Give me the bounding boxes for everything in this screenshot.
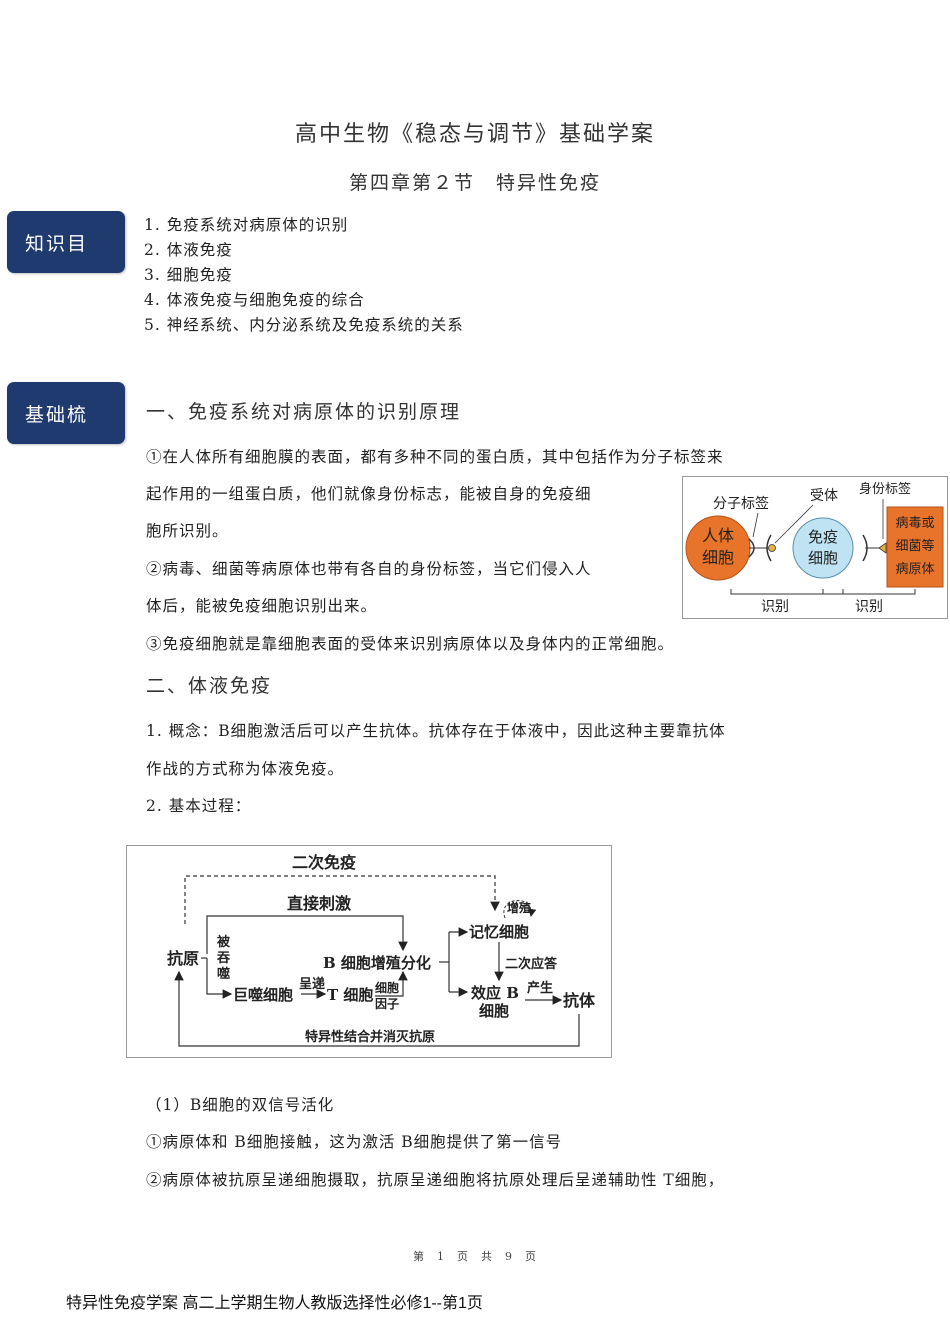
subsection-heading: （1）B细胞的双信号活化 — [146, 1096, 335, 1114]
objectives-list: 1. 免疫系统对病原体的识别 2. 体液免疫 3. 细胞免疫 4. 体液免疫与细… — [144, 213, 464, 338]
knowledge-badge-label: 知识目 — [25, 232, 89, 255]
signal-paragraph: ①病原体和 B细胞接触，这为激活 B细胞提供了第一信号 — [146, 1133, 563, 1151]
humoral-immunity-flowchart: 二次免疫 直接刺激 抗原 被 吞 噬 巨噬细胞 呈递 T 细胞 细胞 因子 B … — [126, 845, 612, 1058]
objective-item: 5. 神经系统、内分泌系统及免疫系统的关系 — [144, 316, 464, 334]
human-cell-label: 人体 — [702, 526, 734, 545]
document-footer-title: 特异性免疫学案 高二上学期生物人教版选择性必修1--第1页 — [66, 1295, 483, 1312]
recognize-right-label: 识别 — [855, 599, 883, 615]
pathogen-label: 病原体 — [895, 562, 934, 577]
concept-paragraph: 1. 概念：B细胞激活后可以产生抗体。抗体存在于体液中，因此这种主要靠抗体 — [146, 722, 726, 740]
recognize-left-label: 识别 — [761, 599, 789, 615]
page-title: 高中生物《稳态与调节》基础学案 — [294, 122, 655, 147]
secondary-immunity-label: 二次免疫 — [292, 853, 356, 872]
basics-badge-label: 基础梳 — [25, 403, 89, 426]
effector-b-node: 细胞 — [479, 1002, 509, 1020]
section2-heading: 二、体液免疫 — [146, 675, 273, 697]
section1-paragraph: 胞所识别。 — [146, 522, 229, 540]
t-cell-node: T 细胞 — [327, 986, 373, 1004]
antigen-node: 抗原 — [167, 949, 199, 968]
identity-tag-label: 身份标签 — [859, 481, 911, 497]
immune-cell-shape — [792, 517, 854, 579]
engulfed-label: 噬 — [217, 966, 230, 982]
b-cell-node: B 细胞增殖分化 — [323, 954, 431, 972]
section1-paragraph: ③免疫细胞就是靠细胞表面的受体来识别病原体以及身体内的正常细胞。 — [146, 635, 675, 653]
knowledge-objectives-badge: 知识目 — [7, 211, 125, 273]
immune-cell-label: 细胞 — [808, 549, 838, 567]
pathogen-label: 病毒或 — [895, 516, 934, 531]
page-subtitle: 第四章第２节 特异性免疫 — [348, 172, 601, 194]
effector-b-node: 效应 B — [471, 984, 519, 1002]
objective-item: 2. 体液免疫 — [144, 241, 233, 259]
secondary-response-label: 二次应答 — [505, 956, 558, 972]
objective-item: 4. 体液免疫与细胞免疫的综合 — [144, 291, 365, 309]
section1-heading: 一、免疫系统对病原体的识别原理 — [146, 401, 462, 423]
bind-eliminate-label: 特异性结合并消灭抗原 — [305, 1029, 435, 1045]
identity-tag-icon — [878, 542, 887, 554]
human-cell-label: 细胞 — [702, 548, 734, 567]
section1-paragraph: 体后，能被免疫细胞识别出来。 — [146, 597, 378, 615]
molecular-tag-label: 分子标签 — [713, 495, 769, 512]
concept-paragraph: 作战的方式称为体液免疫。 — [146, 760, 345, 778]
memory-cell-node: 记忆细胞 — [469, 923, 529, 941]
basics-review-badge: 基础梳 — [7, 382, 125, 444]
signal-paragraph: ②病原体被抗原呈递细胞摄取，抗原呈递细胞将抗原处理后呈递辅助性 T细胞， — [146, 1171, 725, 1189]
pathogen-label: 细菌等 — [895, 538, 934, 554]
recognition-diagram: 人体 细胞 免疫 细胞 病毒或 细菌等 病原体 分子标签 受体 身份标签 识别 … — [682, 476, 948, 619]
section1-paragraph: ②病毒、细菌等病原体也带有各自的身份标签，当它们侵入人 — [146, 560, 592, 578]
objective-item: 1. 免疫系统对病原体的识别 — [144, 216, 349, 234]
present-label: 呈递 — [299, 976, 325, 992]
proliferate-loop-icon — [503, 900, 537, 919]
proliferate-label: 增殖 — [507, 900, 531, 915]
engulfed-label: 吞 — [217, 951, 230, 966]
antibody-node: 抗体 — [563, 991, 596, 1010]
page-number: 第 1 页 共 9 页 — [413, 1250, 537, 1263]
receptor-dot-icon — [768, 544, 776, 552]
section1-paragraph: ①在人体所有细胞膜的表面，都有多种不同的蛋白质，其中包括作为分子标签来 — [146, 448, 724, 466]
process-label: 2. 基本过程： — [146, 797, 252, 815]
direct-stimulation-label: 直接刺激 — [287, 894, 351, 913]
engulfed-label: 被 — [216, 934, 231, 950]
produce-label: 产生 — [527, 980, 553, 996]
cytokine-label: 因子 — [375, 996, 399, 1011]
pathogen-box — [886, 506, 944, 588]
section1-paragraph: 起作用的一组蛋白质，他们就像身份标志，能被自身的免疫细 — [146, 485, 592, 503]
receptor-label: 受体 — [810, 488, 838, 504]
immune-cell-label: 免疫 — [808, 528, 838, 546]
macrophage-node: 巨噬细胞 — [233, 986, 293, 1004]
cytokine-label: 细胞 — [375, 980, 399, 995]
objective-item: 3. 细胞免疫 — [144, 266, 233, 284]
